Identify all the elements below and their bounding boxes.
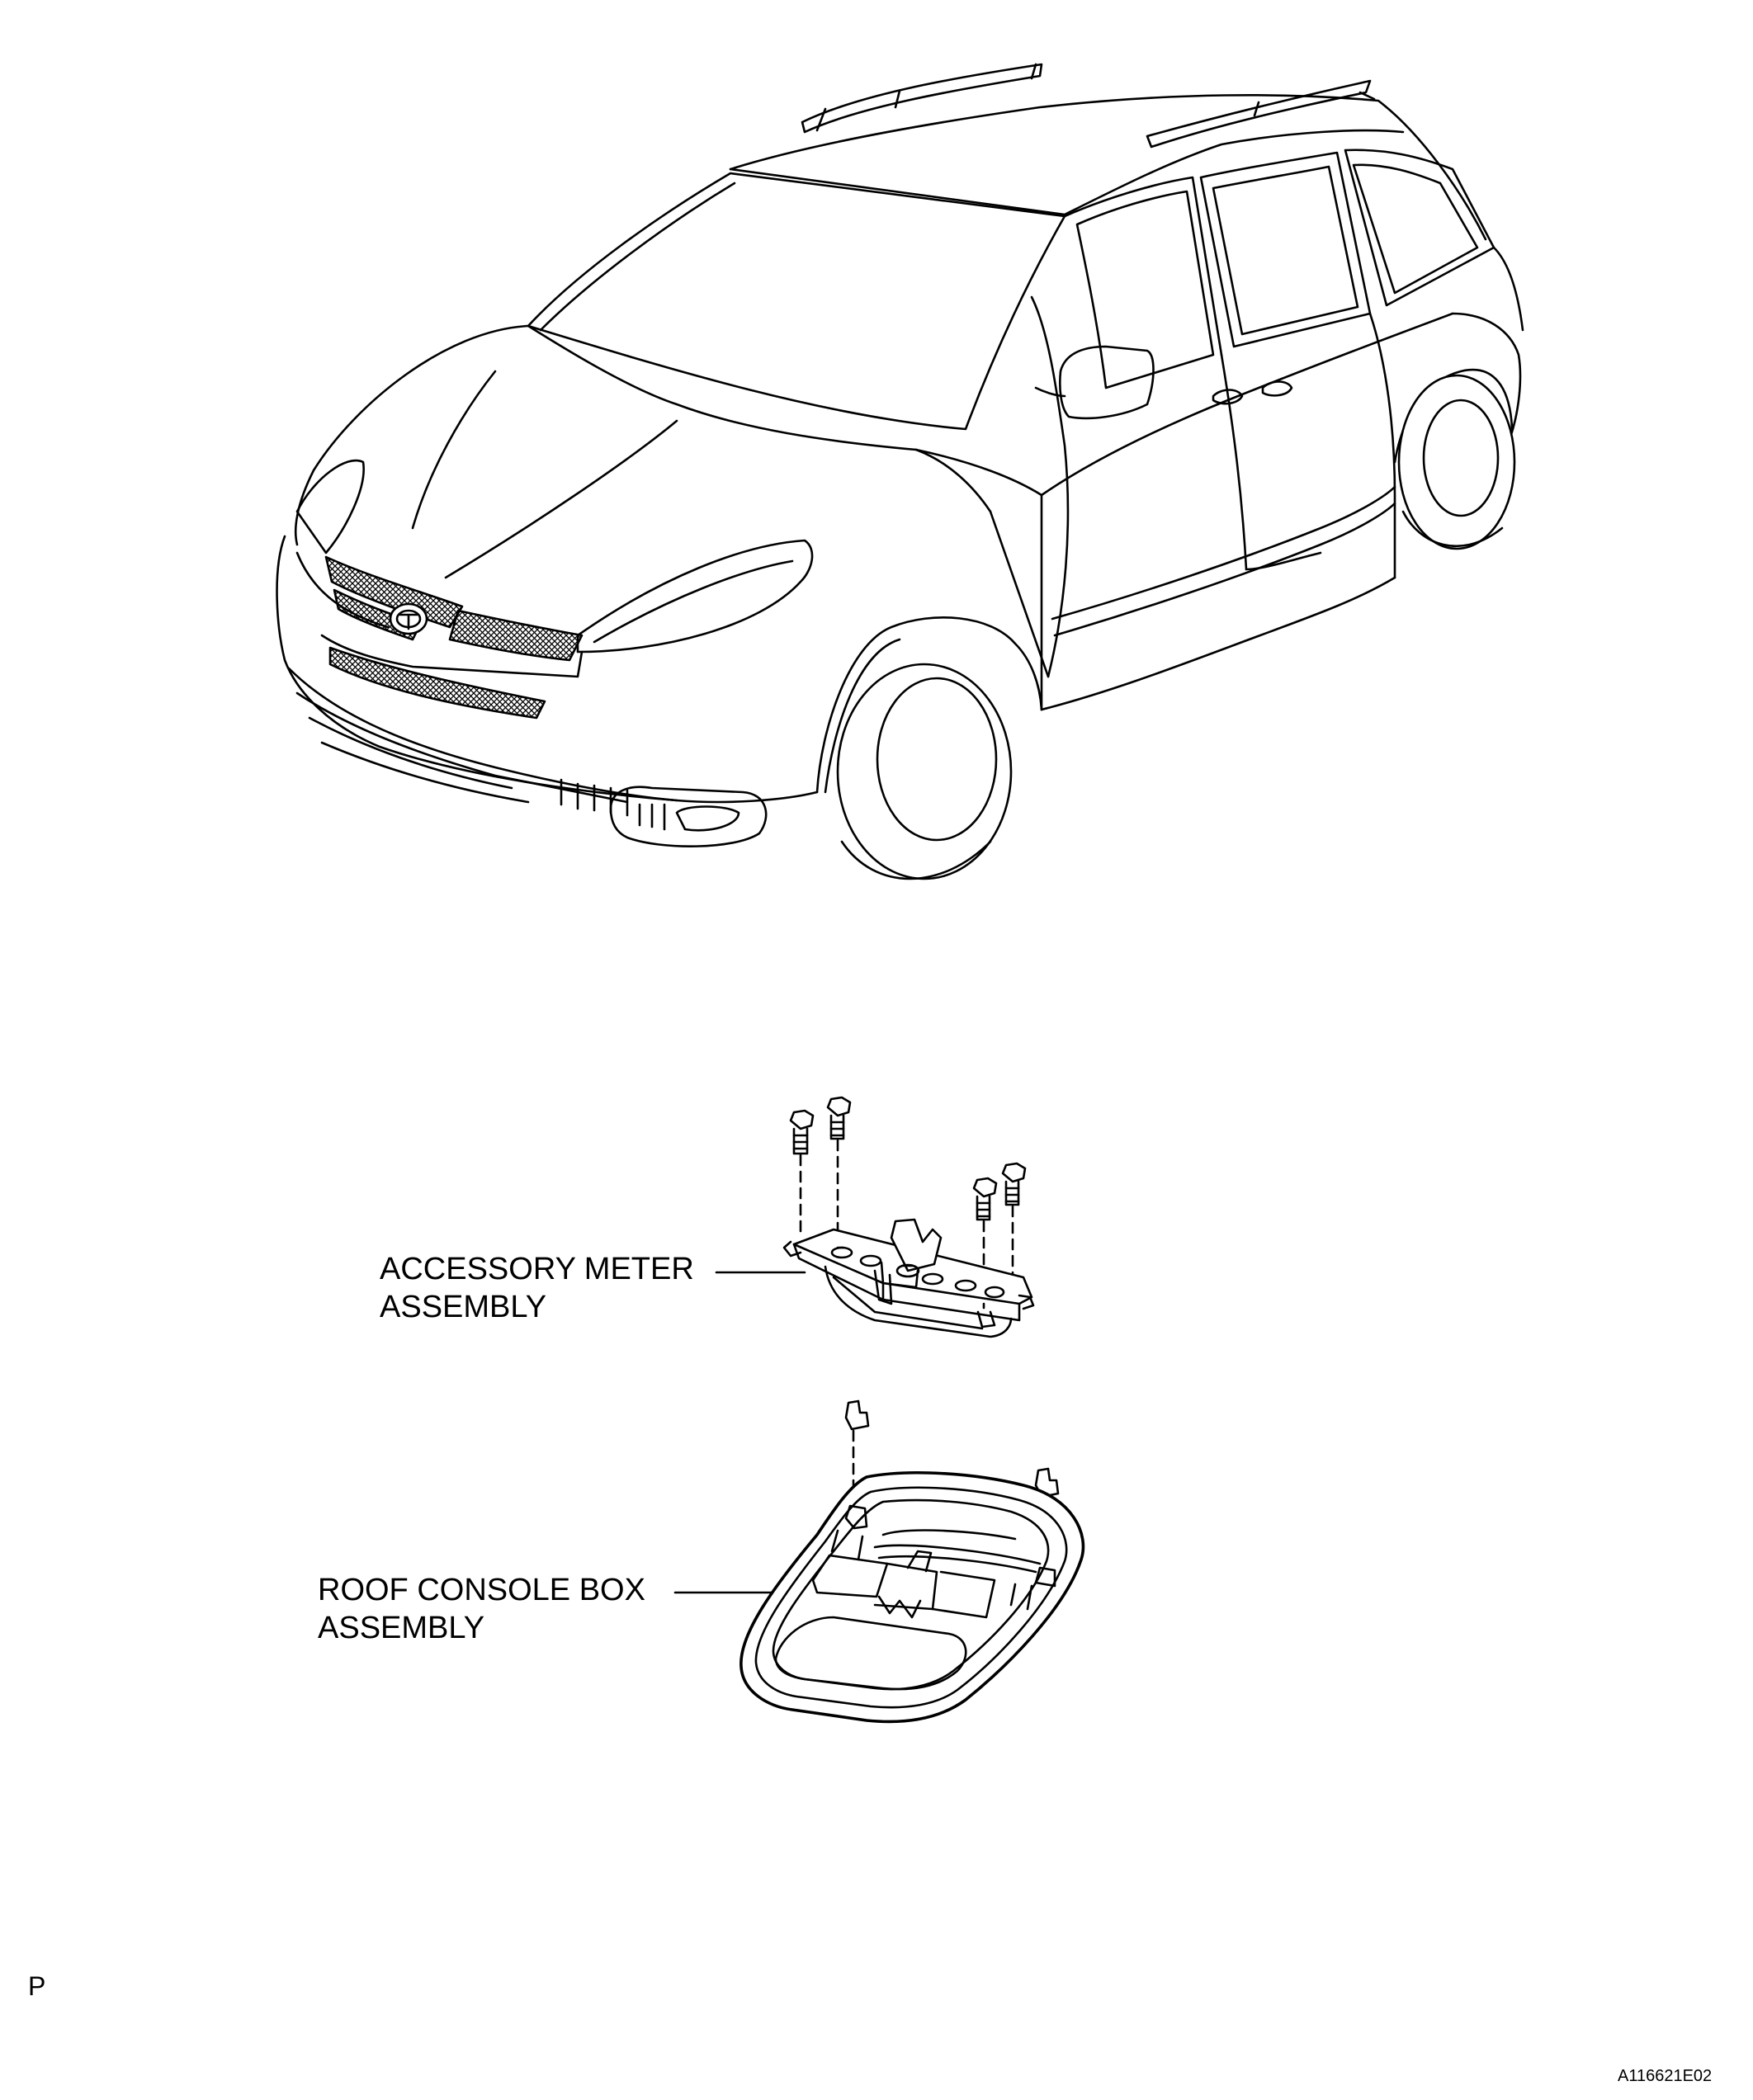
figure-code: A116621E02 [1618,2067,1713,2085]
accessory-meter-part [782,1096,1035,1338]
bolt-icon [789,1109,815,1239]
accessory-meter-label: ACCESSORY METER ASSEMBLY [380,1250,694,1326]
roof-console-label: ROOF CONSOLE BOX ASSEMBLY [318,1571,645,1647]
page-marker: P [28,1971,46,2001]
roof-console-label-line1: ROOF CONSOLE BOX [318,1573,645,1607]
roof-console-part [739,1399,1085,1724]
accessory-meter-label-line1: ACCESSORY METER [380,1252,694,1286]
accessory-meter-label-line2: ASSEMBLY [380,1290,547,1324]
minivan-illustration [276,63,1524,880]
roof-console-label-line2: ASSEMBLY [318,1611,485,1645]
bolt-icon [826,1096,852,1231]
